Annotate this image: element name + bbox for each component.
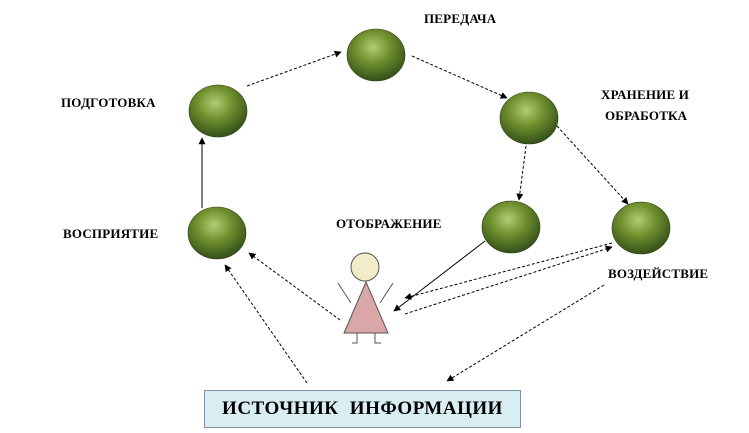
label-peredacha: ПЕРЕДАЧА	[424, 11, 497, 26]
node-vozdeystvie	[611, 201, 671, 255]
label-vozdeystvie: ВОЗДЕЙСТВИЕ	[608, 266, 709, 281]
person-leg-right	[374, 333, 381, 344]
person-head	[350, 252, 380, 282]
arrow-person-to-vospriyatie	[248, 252, 341, 321]
node-hranenie	[499, 91, 559, 145]
source-label: ИСТОЧНИК ИНФОРМАЦИИ	[222, 398, 503, 419]
arrow-vozdeystvie-to-source	[446, 284, 605, 382]
person-body	[343, 280, 389, 334]
arrow-otobrazhenie-to-person	[393, 240, 486, 312]
label-vospriyatie: ВОСПРИЯТИЕ	[63, 226, 159, 241]
arrow-vozdeystvie-to-person	[404, 242, 613, 300]
arrow-hranenie-to-vozdeystvie	[556, 125, 629, 205]
label-hranenie-line1: ХРАНЕНИЕ И	[601, 87, 690, 102]
person-arm-right	[379, 282, 394, 304]
label-podgotovka: ПОДГОТОВКА	[61, 95, 156, 110]
arrow-peredacha-to-hranenie	[411, 55, 508, 99]
node-podgotovka	[188, 84, 248, 138]
label-otobrazhenie: ОТОБРАЖЕНИЕ	[336, 216, 442, 231]
arrow-source-to-vospriyatie	[224, 264, 308, 384]
person-figure	[337, 252, 394, 344]
person-leg-left	[352, 333, 358, 344]
arrow-podgotovka-to-peredacha	[246, 50, 342, 87]
label-hranenie-line2: ОБРАБОТКА	[605, 108, 688, 123]
arrow-person-to-vozdeystvie	[404, 245, 613, 315]
node-peredacha	[346, 28, 406, 82]
source-box: ИСТОЧНИК ИНФОРМАЦИИ	[204, 390, 521, 428]
person-arm-left	[337, 282, 352, 304]
node-vospriyatie	[187, 206, 247, 260]
node-otobrazhenie	[481, 200, 541, 254]
arrow-hranenie-to-otobrazhenie	[516, 145, 527, 201]
